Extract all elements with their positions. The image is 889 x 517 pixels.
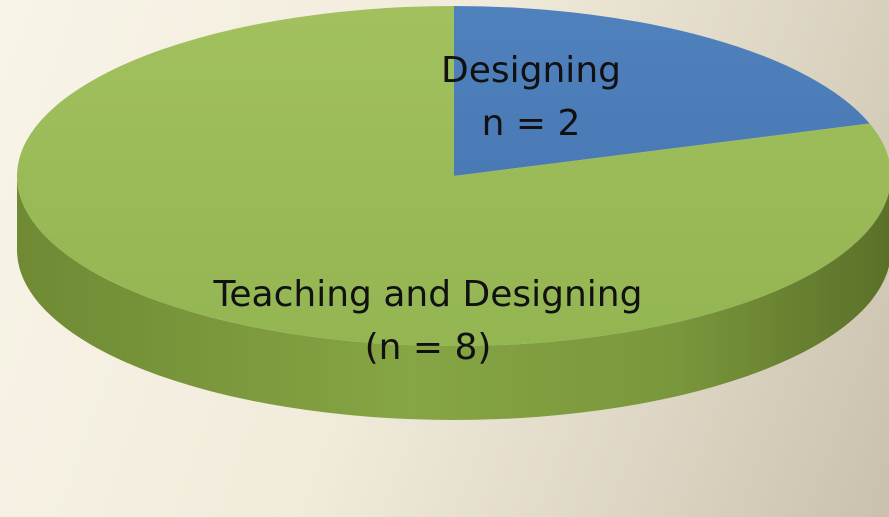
pie-slice-teaching-and-designing bbox=[17, 6, 889, 346]
data-label-teaching-and-designing: Teaching and Designing(n = 8) bbox=[213, 274, 643, 368]
pie-slice-designing bbox=[454, 6, 870, 176]
pie-layer bbox=[17, 6, 889, 420]
pie-side-band bbox=[17, 176, 889, 420]
